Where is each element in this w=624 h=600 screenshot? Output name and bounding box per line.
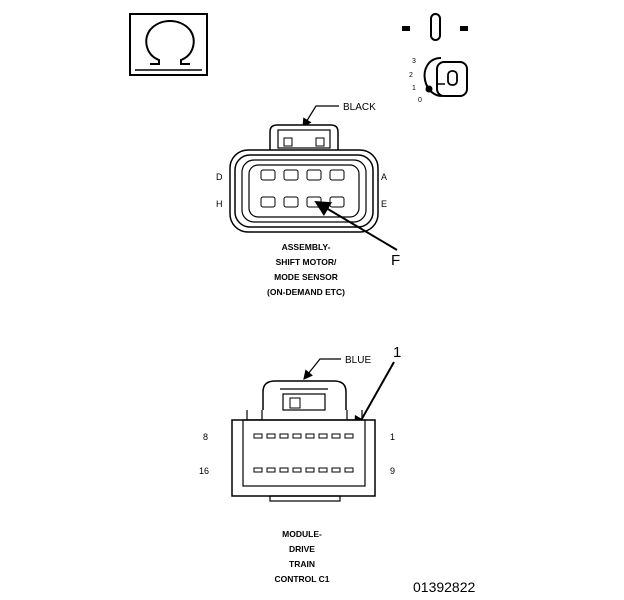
pin-label-16: 16 xyxy=(199,466,209,476)
figure-id: 01392822 xyxy=(413,579,476,595)
connector-color-label: BLACK xyxy=(343,102,376,113)
key-position-2: 2 xyxy=(409,72,413,79)
svg-text:SHIFT MOTOR/: SHIFT MOTOR/ xyxy=(276,257,337,267)
svg-text:CONTROL C1: CONTROL C1 xyxy=(274,574,329,584)
key-position-1: 1 xyxy=(412,85,416,92)
callout-f: F xyxy=(391,252,400,269)
svg-text:ASSEMBLY-: ASSEMBLY- xyxy=(282,242,331,252)
pin-cavities xyxy=(253,433,354,473)
connector-caption: ASSEMBLY- SHIFT MOTOR/ MODE SENSOR (ON-D… xyxy=(267,242,345,297)
ignition-key-icon: 3 2 1 0 xyxy=(402,13,468,104)
ohm-icon xyxy=(129,13,208,76)
pin-label-1: 1 xyxy=(390,432,395,442)
pin-cavities xyxy=(260,169,345,208)
connector-color-label: BLUE xyxy=(345,355,371,366)
pin-label-a: A xyxy=(381,172,387,182)
connector-shift-motor: BLACK D A H E F ASSEMBLY- xyxy=(216,102,400,297)
svg-text:MODULE-: MODULE- xyxy=(282,529,322,539)
connector-caption: MODULE- DRIVE TRAIN CONTROL C1 xyxy=(274,529,329,584)
svg-text:TRAIN: TRAIN xyxy=(289,559,315,569)
connector-drive-train-module: BLUE 1 xyxy=(199,344,401,584)
callout-1: 1 xyxy=(393,344,401,361)
pin-label-8: 8 xyxy=(203,432,208,442)
key-position-3: 3 xyxy=(412,58,416,65)
pin-label-d: D xyxy=(216,172,223,182)
pin-label-e: E xyxy=(381,199,387,209)
pin-label-9: 9 xyxy=(390,466,395,476)
key-position-0: 0 xyxy=(418,97,422,104)
pin-label-h: H xyxy=(216,199,223,209)
svg-text:MODE SENSOR: MODE SENSOR xyxy=(274,272,338,282)
svg-text:(ON-DEMAND ETC): (ON-DEMAND ETC) xyxy=(267,287,345,297)
svg-text:DRIVE: DRIVE xyxy=(289,544,315,554)
